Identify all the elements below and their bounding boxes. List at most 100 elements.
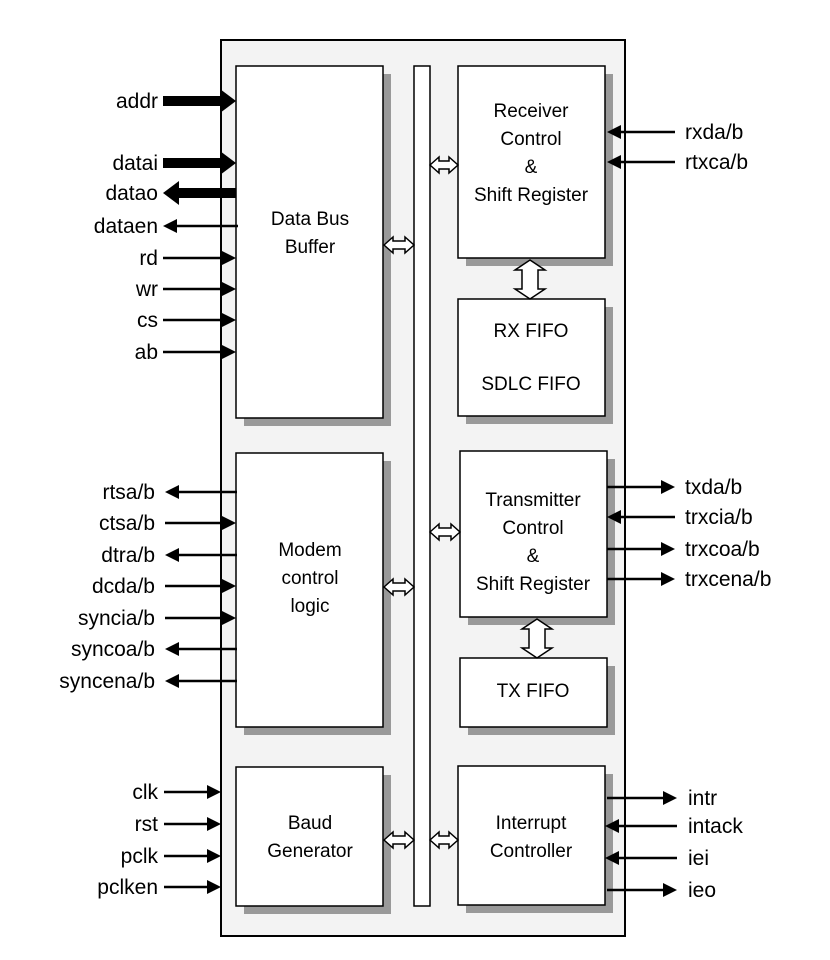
- signal-label: datao: [105, 182, 158, 205]
- block-label: TX FIFO: [497, 681, 570, 702]
- arrowhead-icon: [605, 819, 619, 833]
- block-label: Data Bus: [271, 209, 349, 230]
- arrowhead-icon: [165, 485, 179, 499]
- signal-label: rd: [139, 247, 158, 270]
- bus-connection-arrows: [382, 155, 555, 850]
- signal-pins: addrdataidataodataenrdwrcsabrtsa/bctsa/b…: [59, 89, 771, 902]
- signal-label: dcda/b: [92, 575, 155, 598]
- bidirectional-arrow-icon: [428, 155, 460, 175]
- syncena/b-pin-arrow: [165, 674, 237, 688]
- dcda/b-pin-arrow: [165, 579, 236, 593]
- rx-fifo-block: RX FIFO SDLC FIFO: [457, 298, 613, 424]
- ieo-pin-arrow: [607, 883, 677, 897]
- rtsa/b-pin-arrow: [165, 485, 237, 499]
- bidirectional-arrow-icon: [428, 522, 462, 542]
- signal-label: trxcoa/b: [685, 538, 760, 561]
- signal-label: wr: [135, 278, 158, 301]
- dtra/b-pin-arrow: [165, 548, 237, 562]
- trxcia/b-pin-arrow: [607, 510, 675, 524]
- rd-pin-arrow: [163, 251, 236, 265]
- arrowhead-icon: [222, 611, 236, 625]
- cs-pin-arrow: [163, 313, 236, 327]
- signal-label: dataen: [94, 215, 158, 238]
- transmitter-block: Transmitter Control & Shift Register: [459, 450, 615, 625]
- ab-pin-arrow: [163, 345, 236, 359]
- block-label: Control: [500, 129, 561, 150]
- signal-label: datai: [112, 152, 158, 175]
- internal-bus: [413, 65, 431, 907]
- trxcoa/b-pin-arrow: [607, 542, 675, 556]
- arrowhead-icon: [207, 817, 221, 831]
- rst-pin-arrow: [164, 817, 221, 831]
- arrowhead-icon: [605, 851, 619, 865]
- block-label: Shift Register: [474, 185, 589, 206]
- signal-label: intack: [688, 815, 743, 838]
- signal-label: iei: [688, 847, 709, 870]
- block-label: RX FIFO: [494, 321, 569, 342]
- intack-pin-arrow: [605, 819, 677, 833]
- signal-label: dtra/b: [101, 544, 155, 567]
- block-label: Control: [502, 518, 563, 539]
- interrupt-controller-block: Interrupt Controller: [457, 765, 613, 913]
- arrowhead-icon: [222, 251, 236, 265]
- arrowhead-icon: [663, 883, 677, 897]
- arrowhead-icon: [163, 181, 179, 205]
- block-label: logic: [290, 596, 329, 617]
- arrowhead-icon: [661, 542, 675, 556]
- trxcena/b-pin-arrow: [607, 572, 675, 586]
- signal-label: rst: [135, 813, 158, 836]
- bidirectional-arrow-icon: [428, 830, 460, 850]
- arrowhead-icon: [207, 880, 221, 894]
- arrowhead-icon: [220, 151, 236, 175]
- block-label: Modem: [278, 540, 341, 561]
- bidirectional-arrow-icon: [382, 577, 416, 597]
- signal-label: cs: [137, 309, 158, 332]
- pclken-pin-arrow: [164, 880, 221, 894]
- arrowhead-icon: [607, 155, 621, 169]
- signal-label: syncoa/b: [71, 638, 155, 661]
- signal-label: ab: [135, 341, 158, 364]
- signal-label: trxcena/b: [685, 568, 771, 591]
- arrowhead-icon: [207, 849, 221, 863]
- arrowhead-icon: [207, 785, 221, 799]
- datai-pin-arrow: [163, 151, 236, 175]
- bidirectional-arrow-icon: [382, 235, 416, 255]
- signal-label: rxda/b: [685, 121, 743, 144]
- block-label: Buffer: [285, 237, 336, 258]
- signal-label: pclken: [97, 876, 158, 899]
- intr-pin-arrow: [607, 791, 677, 805]
- block-label: Transmitter: [485, 490, 581, 511]
- arrowhead-icon: [220, 89, 236, 113]
- block-label: Interrupt: [496, 813, 567, 834]
- arrowhead-icon: [163, 219, 177, 233]
- arrowhead-icon: [661, 480, 675, 494]
- txda/b-pin-arrow: [607, 480, 675, 494]
- signal-label: syncena/b: [59, 670, 155, 693]
- arrowhead-icon: [663, 791, 677, 805]
- block-label: &: [525, 157, 538, 178]
- syncoa/b-pin-arrow: [165, 642, 237, 656]
- block-label: SDLC FIFO: [481, 374, 580, 395]
- signal-label: addr: [116, 90, 158, 113]
- pclk-pin-arrow: [164, 849, 221, 863]
- data-bus-buffer-block: Data Bus Buffer: [235, 65, 391, 426]
- rxda/b-pin-arrow: [607, 125, 675, 139]
- wr-pin-arrow: [163, 282, 236, 296]
- arrowhead-icon: [222, 345, 236, 359]
- tx-fifo-block: TX FIFO: [459, 657, 615, 735]
- signal-label: txda/b: [685, 476, 742, 499]
- block-label: Shift Register: [476, 574, 591, 595]
- signal-label: rtxca/b: [685, 151, 748, 174]
- arrowhead-icon: [607, 510, 621, 524]
- signal-label: pclk: [121, 845, 159, 868]
- bidirectional-arrow-icon: [512, 259, 548, 300]
- iei-pin-arrow: [605, 851, 677, 865]
- arrowhead-icon: [661, 572, 675, 586]
- arrowhead-icon: [165, 642, 179, 656]
- dataen-pin-arrow: [163, 219, 238, 233]
- addr-pin-arrow: [163, 89, 236, 113]
- arrowhead-icon: [222, 313, 236, 327]
- block-label: Generator: [267, 841, 353, 862]
- datao-pin-arrow: [163, 181, 236, 205]
